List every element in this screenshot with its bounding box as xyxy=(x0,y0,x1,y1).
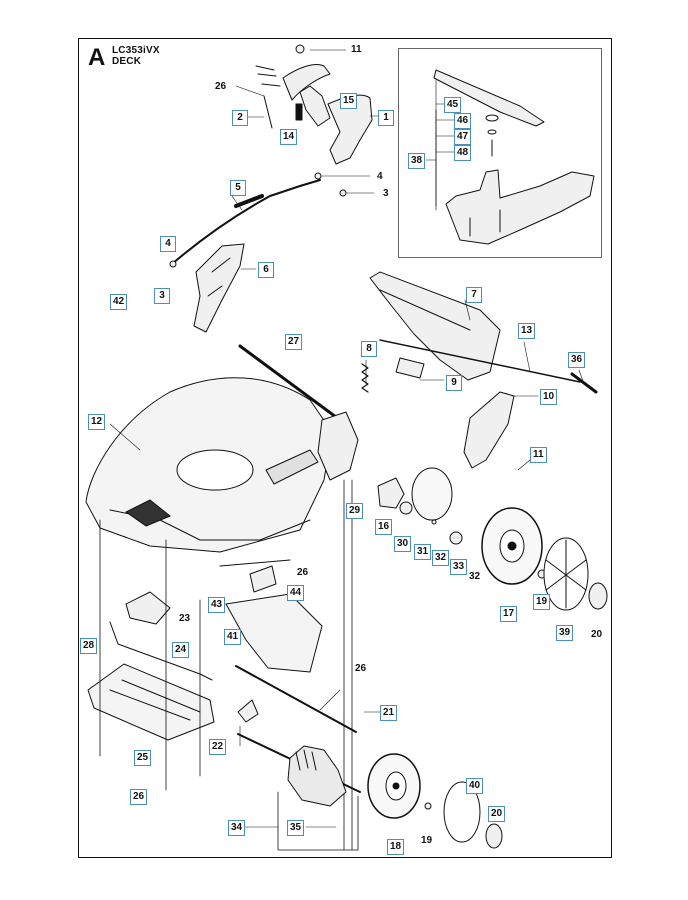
callout-32: 32 xyxy=(432,550,450,566)
callout-11-right: 11 xyxy=(530,447,547,463)
callout-24: 24 xyxy=(172,642,190,658)
rear-axle-rod xyxy=(379,339,581,383)
diagram-frame xyxy=(78,38,612,858)
callout-19: 19 xyxy=(533,594,551,610)
callout-2: 2 xyxy=(232,110,248,126)
callout-19-front: 19 xyxy=(421,835,433,846)
callout-3-left: 3 xyxy=(154,288,170,304)
callout-30: 30 xyxy=(394,536,412,552)
callout-31: 31 xyxy=(414,544,432,560)
callout-26-bottom: 26 xyxy=(130,789,148,805)
callout-41: 41 xyxy=(224,629,242,645)
callout-12: 12 xyxy=(88,414,106,430)
front-wheel xyxy=(367,753,421,819)
callout-3: 3 xyxy=(383,188,389,199)
callout-14: 14 xyxy=(280,129,298,145)
callout-22: 22 xyxy=(209,739,227,755)
section-letter: A xyxy=(88,44,106,71)
callout-32-plain: 32 xyxy=(469,571,481,582)
callout-29: 29 xyxy=(346,503,364,519)
model-title: LC353iVX xyxy=(112,45,160,56)
control-cable xyxy=(171,179,321,265)
callout-44: 44 xyxy=(287,585,305,601)
callout-28: 28 xyxy=(80,638,98,654)
callout-1: 1 xyxy=(378,110,394,126)
grassbag-frame xyxy=(87,663,215,741)
callout-7: 7 xyxy=(466,287,482,303)
callout-46: 46 xyxy=(454,113,472,129)
callout-16: 16 xyxy=(375,519,393,535)
callout-42: 42 xyxy=(110,294,128,310)
rear-hub-cap xyxy=(411,467,453,521)
gearbox-motor xyxy=(287,745,347,807)
callout-9: 9 xyxy=(446,375,462,391)
rear-flap xyxy=(369,271,501,381)
callout-26-mid: 26 xyxy=(297,567,309,578)
callout-10: 10 xyxy=(540,389,558,405)
front-wheel-cover xyxy=(443,781,481,843)
callout-20-front: 20 xyxy=(488,806,506,822)
callout-34: 34 xyxy=(228,820,246,836)
callout-38: 38 xyxy=(408,153,426,169)
assembly-title: DECK xyxy=(112,56,142,67)
callout-33: 33 xyxy=(450,559,468,575)
callout-17: 17 xyxy=(500,606,518,622)
callout-18: 18 xyxy=(387,839,405,855)
mower-deck xyxy=(85,377,333,553)
callout-15: 15 xyxy=(340,93,358,109)
callout-35: 35 xyxy=(287,820,305,836)
callout-23: 23 xyxy=(179,613,191,624)
callout-25: 25 xyxy=(134,750,152,766)
callout-39: 39 xyxy=(556,625,574,641)
callout-8: 8 xyxy=(361,341,377,357)
callout-11: 11 xyxy=(351,44,362,55)
callout-43: 43 xyxy=(208,597,226,613)
callout-27: 27 xyxy=(285,334,303,350)
blade-inset-frame xyxy=(398,48,602,258)
callout-45: 45 xyxy=(444,97,462,113)
right-height-bracket xyxy=(463,391,515,469)
callout-5: 5 xyxy=(230,180,246,196)
rear-wheel xyxy=(481,507,543,585)
callout-21: 21 xyxy=(380,705,398,721)
callout-40: 40 xyxy=(466,778,484,794)
callout-48: 48 xyxy=(454,145,472,161)
callout-26: 26 xyxy=(215,81,227,92)
callout-47: 47 xyxy=(454,129,472,145)
rear-guard xyxy=(125,591,171,625)
callout-4: 4 xyxy=(377,171,383,182)
callout-36: 36 xyxy=(568,352,586,368)
callout-20: 20 xyxy=(591,629,603,640)
callout-26-axle: 26 xyxy=(355,663,367,674)
callout-4-left: 4 xyxy=(160,236,176,252)
callout-13: 13 xyxy=(518,323,536,339)
handle-bracket-assembly xyxy=(255,44,373,165)
callout-6: 6 xyxy=(258,262,274,278)
